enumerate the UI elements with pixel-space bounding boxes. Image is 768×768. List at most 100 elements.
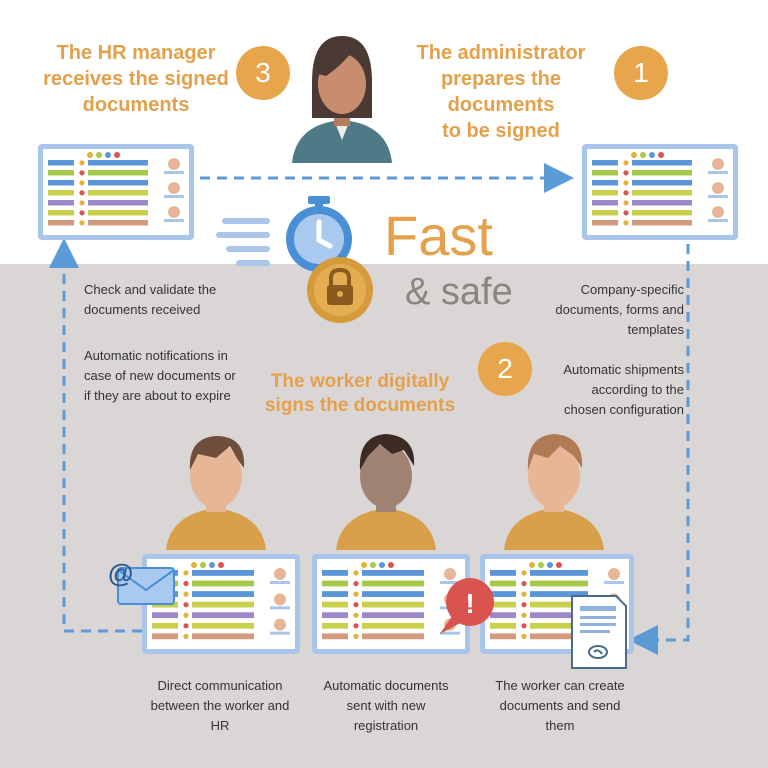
- monitor-status-dot: [623, 220, 629, 226]
- monitor-row-bar: [632, 220, 692, 226]
- monitor-row-bar: [88, 190, 148, 196]
- monitor-toolbar-icon: [547, 562, 553, 568]
- monitor-user-label: [164, 219, 184, 222]
- monitor-toolbar-icon: [105, 152, 111, 158]
- monitor-sidebar-bar: [490, 591, 516, 597]
- fast-text: Fast: [384, 204, 493, 267]
- monitor-row-bar: [192, 580, 254, 587]
- note-create: The worker can create documents and send…: [495, 678, 625, 733]
- monitor-status-dot: [521, 633, 527, 639]
- monitor-user-label: [440, 631, 460, 635]
- monitor-row-bar: [632, 210, 692, 216]
- monitor-row-bar: [88, 220, 148, 226]
- flow-arrows: [49, 163, 690, 655]
- monitor-user-label: [164, 195, 184, 198]
- monitor-bottom-center: [312, 554, 470, 654]
- monitor-toolbar-icon: [191, 562, 197, 568]
- monitor-user-label: [270, 631, 290, 635]
- monitor-status-dot: [79, 170, 85, 176]
- monitors-group: [38, 144, 738, 654]
- monitor-toolbar-icon: [370, 562, 376, 568]
- note-direct: Direct communication between the worker …: [150, 678, 290, 733]
- monitor-user-avatar: [712, 182, 724, 194]
- monitor-user-avatar: [712, 206, 724, 218]
- monitor-user-avatar: [274, 568, 286, 580]
- monitor-user-label: [708, 195, 728, 198]
- monitor-row-bar: [530, 580, 588, 587]
- monitor-sidebar-bar: [322, 591, 348, 597]
- note-notifications: Automatic notifications in case of new d…: [84, 348, 236, 403]
- monitor-status-dot: [79, 190, 85, 196]
- monitor-toolbar-icon: [556, 562, 562, 568]
- monitor-status-dot: [623, 210, 629, 216]
- monitor-row-bar: [362, 570, 424, 576]
- monitor-row-bar: [88, 160, 148, 166]
- note-company: Company-specific documents, forms and te…: [555, 282, 684, 337]
- monitor-sidebar-bar: [48, 170, 74, 176]
- monitor-toolbar-icon: [529, 562, 535, 568]
- monitor-sidebar-bar: [322, 580, 348, 587]
- stopwatch-icon: [216, 196, 352, 272]
- monitor-toolbar-icon: [114, 152, 120, 158]
- monitor-bottom-left: [142, 554, 300, 654]
- monitor-sidebar-bar: [48, 180, 74, 186]
- monitor-row-bar: [362, 612, 424, 619]
- monitor-toolbar-icon: [640, 152, 646, 158]
- padlock-icon: [307, 257, 373, 323]
- monitor-status-dot: [353, 602, 359, 608]
- monitor-row-bar: [362, 580, 424, 587]
- monitor-status-dot: [353, 570, 359, 576]
- monitor-row-bar: [192, 612, 254, 619]
- monitor-status-dot: [521, 570, 527, 576]
- monitor-top-right: [582, 144, 738, 240]
- step3-circle: 3: [236, 46, 290, 100]
- monitor-row-bar: [362, 633, 424, 640]
- monitor-toolbar-icon: [538, 562, 544, 568]
- monitor-user-label: [604, 581, 624, 584]
- monitor-status-dot: [521, 591, 527, 597]
- safe-text: & safe: [405, 271, 513, 313]
- arrow-right-down: [628, 244, 690, 655]
- alert-symbol-text: !: [465, 588, 474, 619]
- monitor-sidebar-bar: [48, 190, 74, 196]
- note-shipments: Automatic shipments according to the cho…: [563, 362, 684, 417]
- monitor-row-bar: [88, 180, 148, 186]
- monitor-row-bar: [192, 601, 254, 608]
- monitor-sidebar-bar: [152, 633, 178, 640]
- monitor-toolbar-icon: [200, 562, 206, 568]
- monitor-row-bar: [362, 591, 424, 597]
- worker-center-avatar: [336, 434, 436, 550]
- monitor-row-bar: [88, 210, 148, 216]
- monitor-status-dot: [353, 633, 359, 639]
- monitor-status-dot: [353, 580, 359, 587]
- monitor-sidebar-bar: [322, 601, 348, 608]
- monitor-user-label: [708, 219, 728, 222]
- monitor-sidebar-bar: [592, 190, 618, 196]
- monitor-status-dot: [623, 160, 629, 166]
- monitor-status-dot: [623, 200, 629, 206]
- monitor-status-dot: [521, 623, 527, 629]
- monitor-user-avatar: [712, 158, 724, 170]
- monitor-row-bar: [192, 622, 254, 629]
- monitor-toolbar-icon: [87, 152, 93, 158]
- monitor-status-dot: [623, 190, 629, 196]
- step3-text: The HR manager receives the signed docum…: [43, 42, 229, 116]
- step1-circle: 1: [614, 46, 668, 100]
- monitor-sidebar-bar: [592, 160, 618, 166]
- monitor-toolbar-icon: [218, 562, 224, 568]
- monitor-row-bar: [362, 601, 424, 608]
- monitor-user-avatar: [168, 182, 180, 194]
- monitor-sidebar-bar: [592, 170, 618, 176]
- monitor-user-label: [270, 606, 290, 610]
- monitor-row-bar: [192, 633, 254, 640]
- monitor-user-avatar: [168, 158, 180, 170]
- monitor-toolbar-icon: [388, 562, 394, 568]
- monitor-status-dot: [183, 580, 189, 587]
- monitor-toolbar-icon: [631, 152, 637, 158]
- monitor-status-dot: [79, 220, 85, 226]
- monitor-sidebar-bar: [490, 612, 516, 619]
- at-symbol-icon: @: [108, 558, 133, 588]
- monitor-user-avatar: [274, 618, 286, 631]
